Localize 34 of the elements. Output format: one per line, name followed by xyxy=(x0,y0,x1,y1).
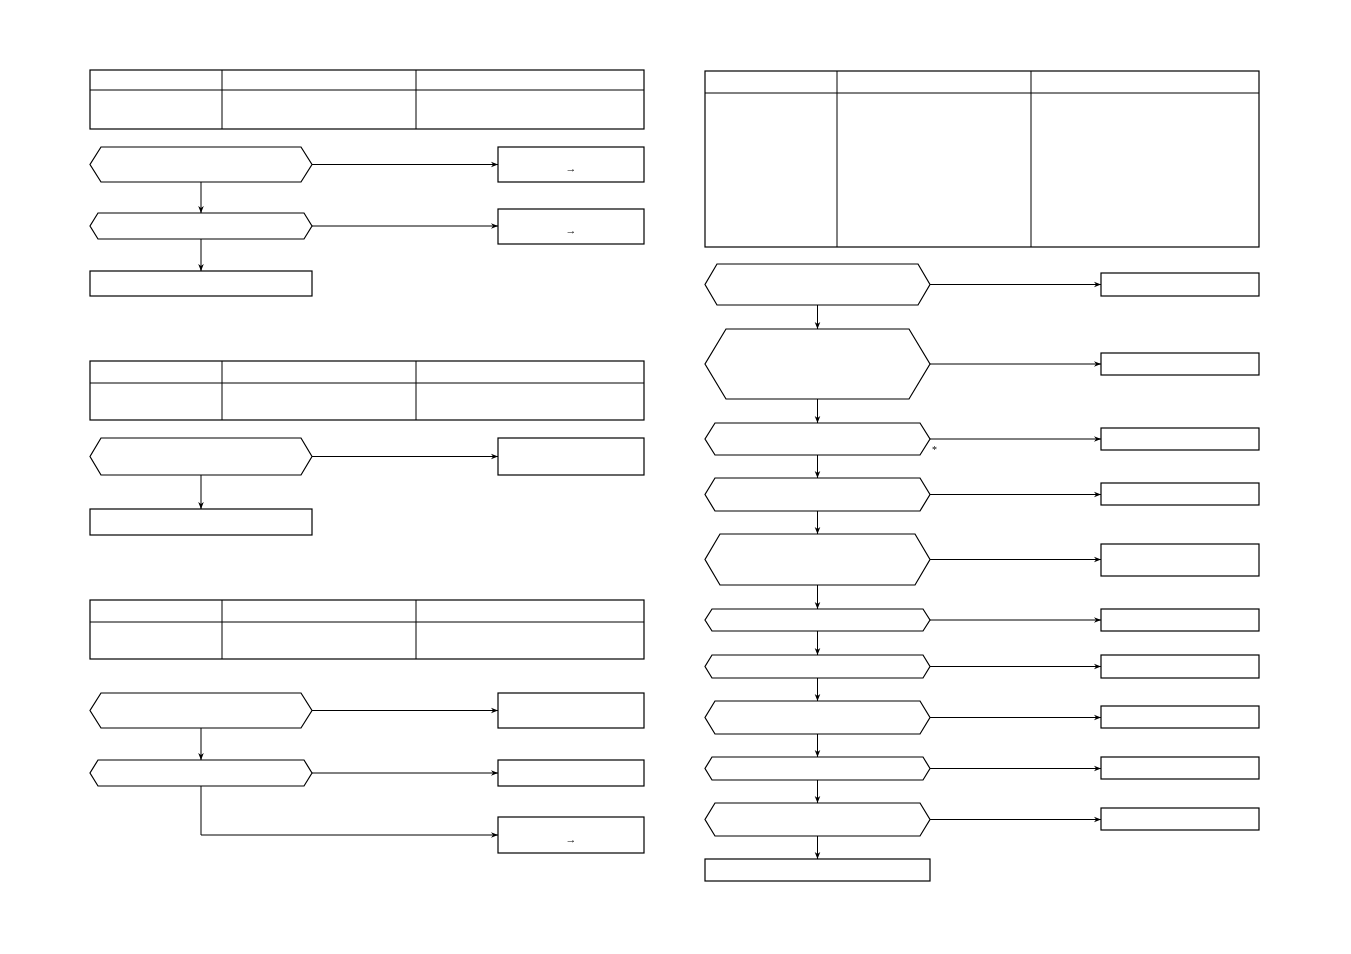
footnote-mark: * xyxy=(932,445,937,455)
arrow xyxy=(311,161,499,168)
arrow xyxy=(311,770,499,776)
arrow xyxy=(198,181,204,214)
arrow xyxy=(198,474,204,510)
arrow xyxy=(814,510,821,535)
arrow xyxy=(814,733,821,758)
arrow xyxy=(929,491,1102,498)
arrow xyxy=(814,779,821,804)
arrow-symbol-text: → xyxy=(565,163,577,176)
arrow xyxy=(814,835,821,860)
arrow xyxy=(814,454,821,479)
arrow xyxy=(929,436,1102,442)
arrow xyxy=(311,223,499,229)
arrow xyxy=(929,714,1102,721)
arrow-symbol-text: → xyxy=(565,225,577,238)
arrow xyxy=(198,238,204,272)
arrow xyxy=(814,630,821,656)
arrow-symbol-text: → xyxy=(565,834,577,847)
arrow xyxy=(198,727,204,761)
arrow xyxy=(929,617,1102,623)
arrow xyxy=(814,304,821,330)
arrow xyxy=(929,765,1102,772)
arrow xyxy=(929,361,1102,367)
arrow xyxy=(929,816,1102,823)
arrow xyxy=(200,785,499,838)
arrow xyxy=(814,584,821,610)
arrow xyxy=(929,663,1102,670)
arrow xyxy=(929,281,1102,288)
arrow xyxy=(311,707,499,714)
arrow xyxy=(311,453,499,460)
arrow xyxy=(814,398,821,424)
arrow xyxy=(929,556,1102,563)
arrow xyxy=(814,677,821,702)
